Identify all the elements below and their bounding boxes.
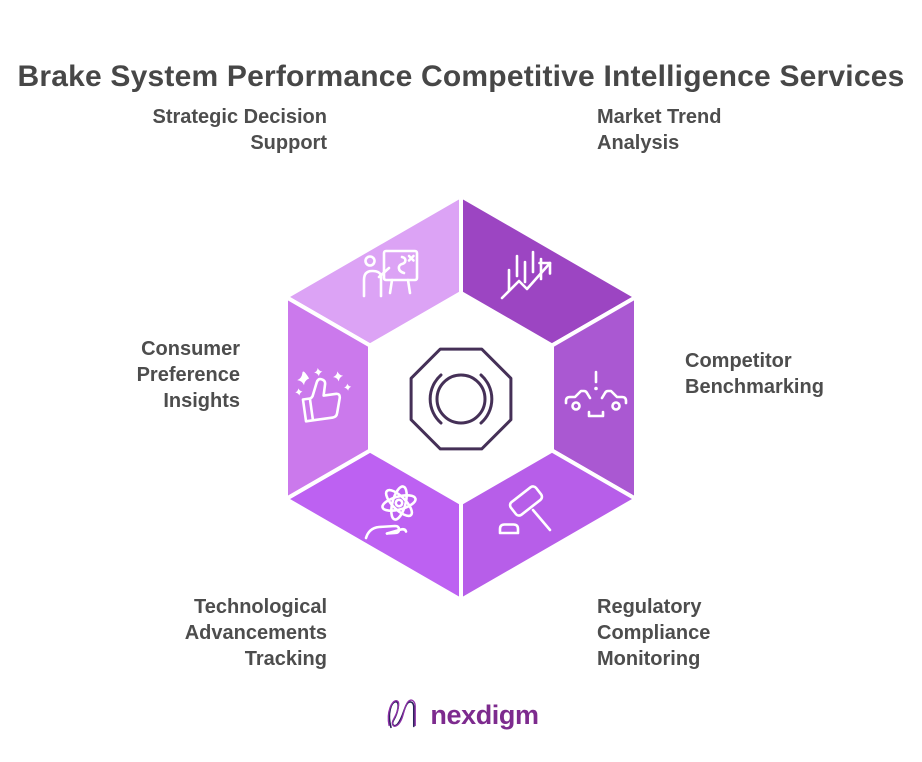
sparkle-stars: [295, 367, 352, 396]
label-competitor-benchmarking: Competitor Benchmarking: [685, 350, 824, 398]
label-strategic-decision-support: Strategic Decision Support: [152, 106, 327, 154]
label-market-trend-analysis: Market Trend Analysis: [597, 106, 722, 154]
brake-disc-icon: [409, 347, 513, 451]
label-technological-advancements-tracking: Technological Advancements Tracking: [184, 596, 327, 670]
thumbs-up-icon: [295, 367, 352, 423]
atom-hand-icon: [364, 485, 417, 540]
page-title: Brake System Performance Competitive Int…: [17, 60, 905, 94]
label-regulatory-compliance-monitoring: Regulatory Compliance Monitoring: [597, 596, 711, 670]
label-consumer-preference-insights: Consumer Preference Insights: [136, 338, 240, 412]
nexdigm-wordmark: nexdigm: [430, 699, 539, 730]
cars-comparison-icon: [564, 370, 628, 418]
trend-arrow-icon: [500, 250, 552, 300]
segment-consumer-preference-insights: [284, 295, 372, 501]
presentation-board-icon: [362, 249, 419, 298]
nexdigm-logo: nexdigm: [383, 695, 539, 735]
nexdigm-n-mark-icon: [387, 699, 416, 729]
gavel-icon: [498, 485, 552, 535]
